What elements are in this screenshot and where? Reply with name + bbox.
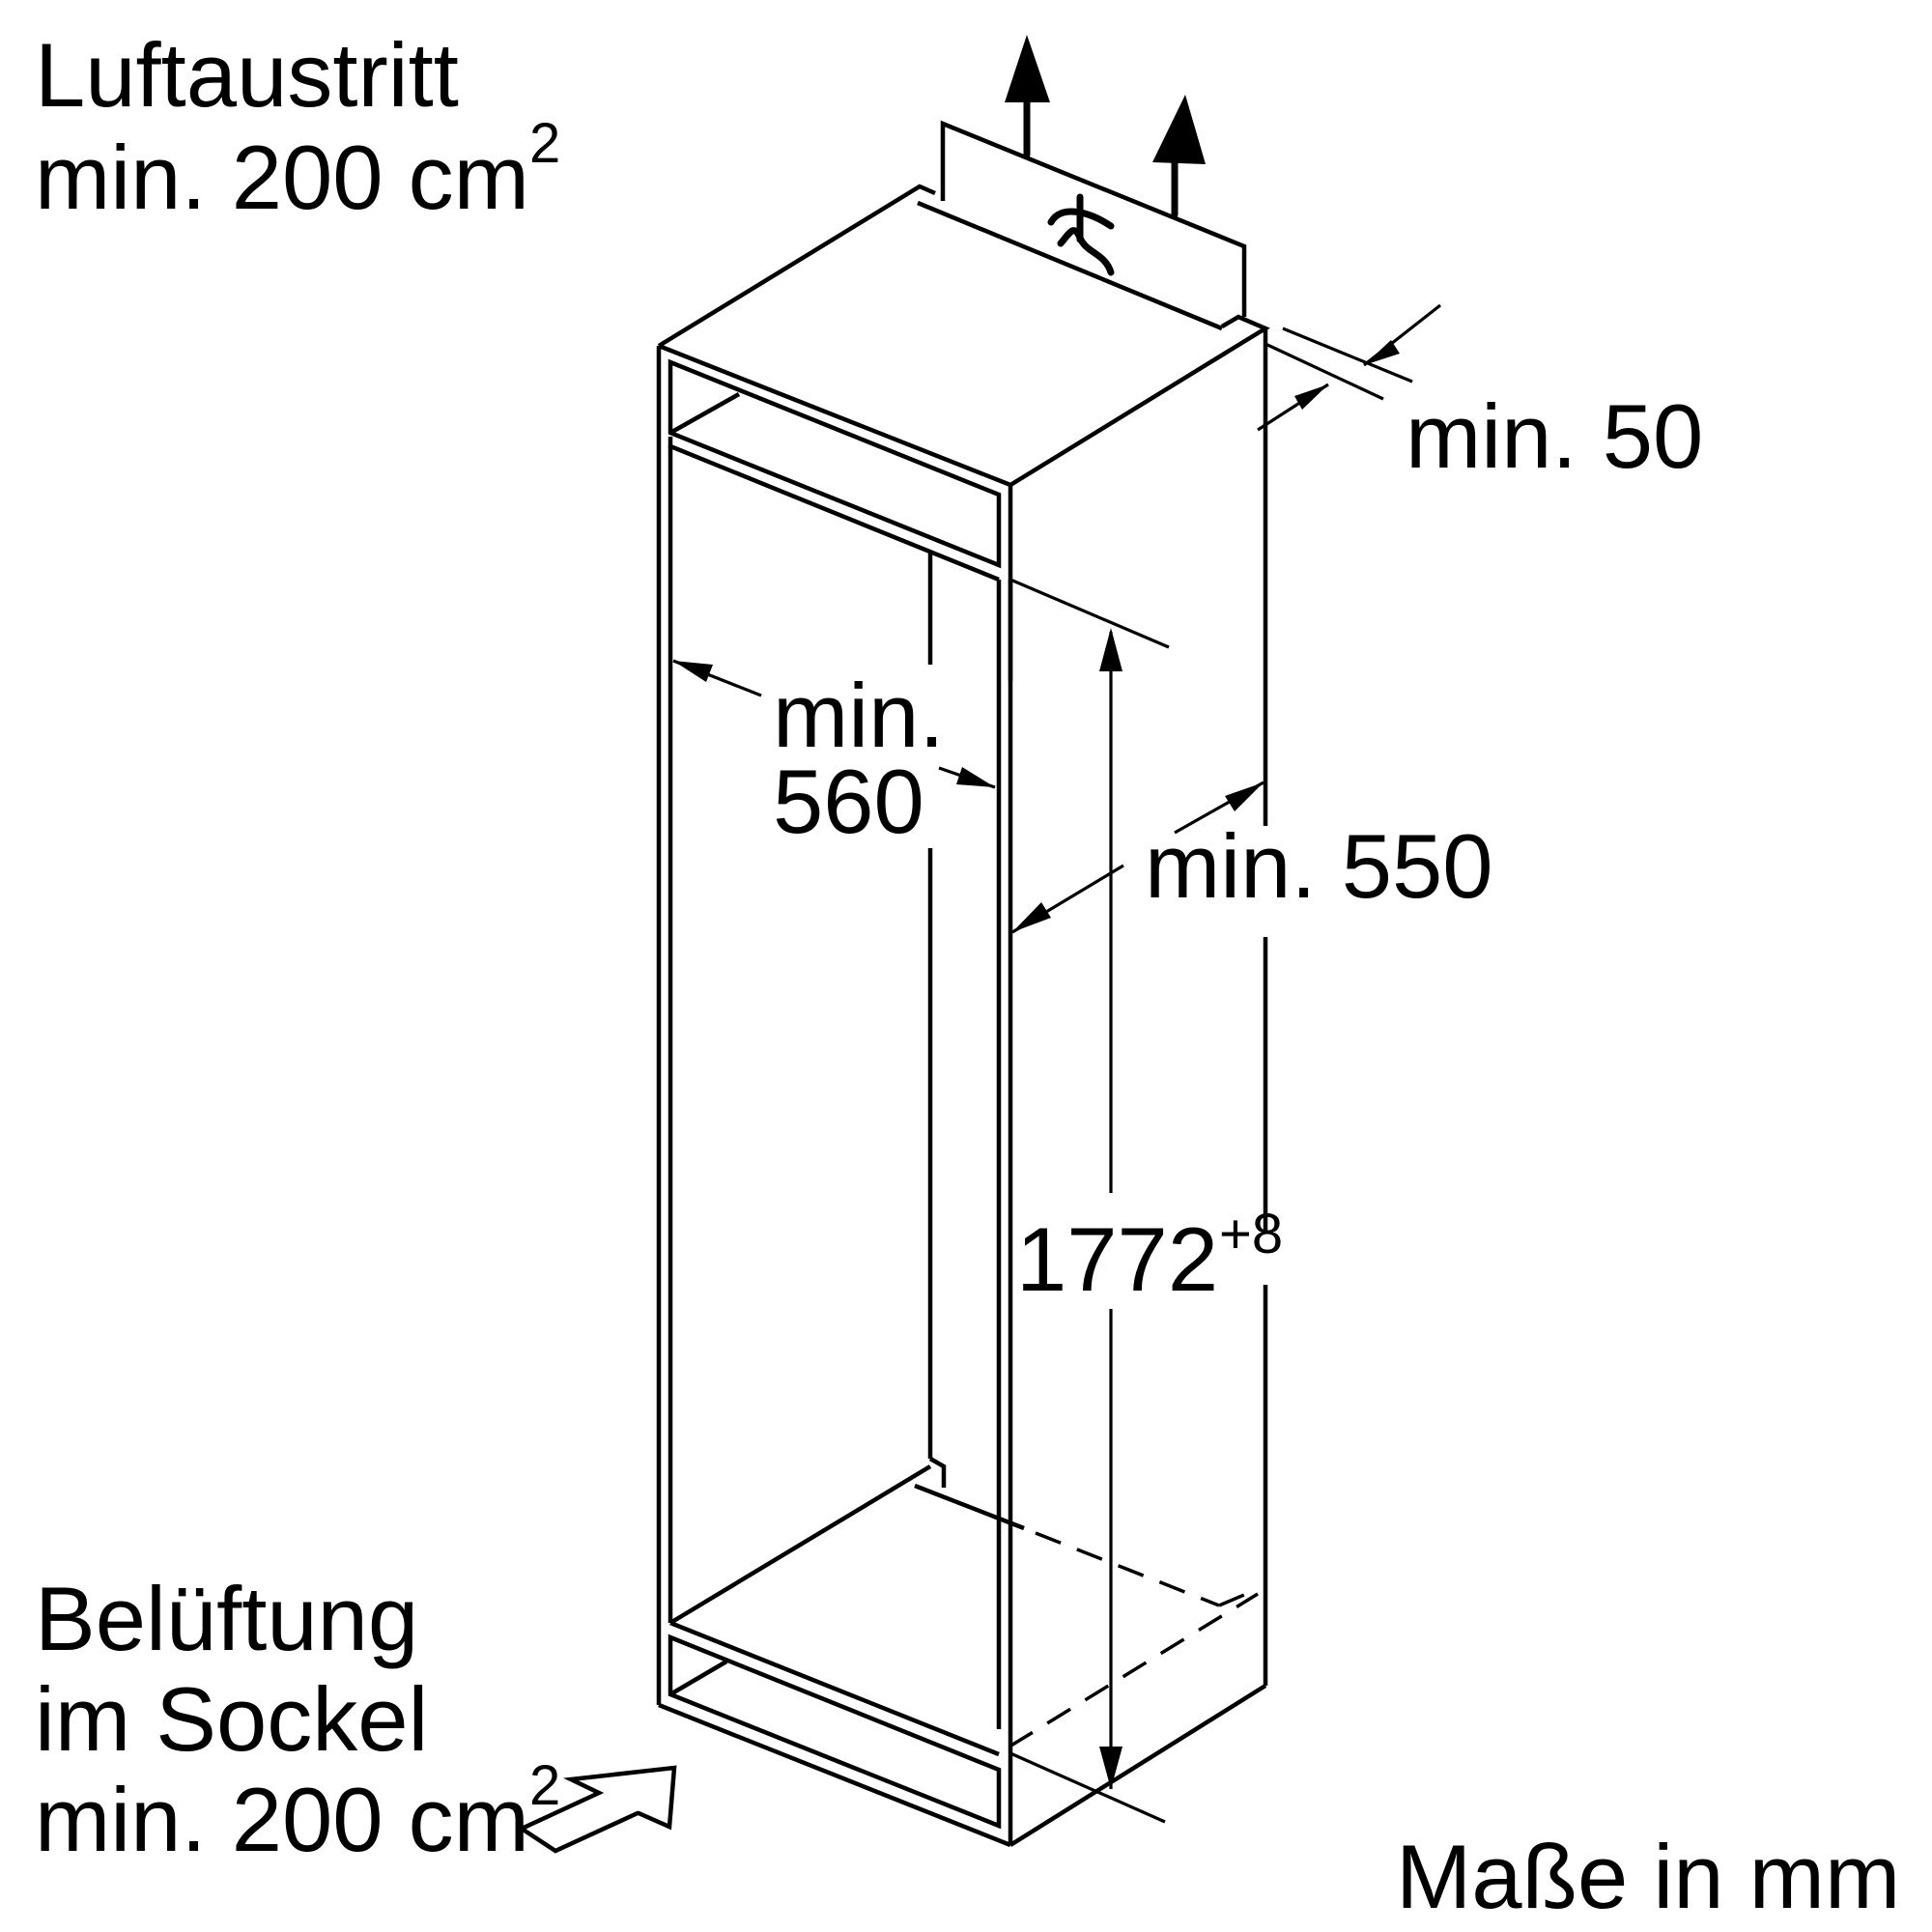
ventilation-area: min. 200 cm bbox=[35, 1769, 529, 1870]
air-outlet-area-superscript: 2 bbox=[529, 112, 560, 175]
air-outlet-arrow-right-head bbox=[1152, 95, 1206, 164]
ventilation-label: Belüftung im Sockel min. 200 cm 2 bbox=[35, 1568, 560, 1870]
warm-air-icon bbox=[1047, 193, 1115, 276]
top-frame-panel bbox=[668, 358, 1002, 582]
gap-top-dimension-lines bbox=[1257, 303, 1441, 432]
ventilation-location: im Sockel bbox=[35, 1668, 428, 1770]
appliance-inner-edges bbox=[668, 446, 1013, 1729]
air-outlet-title: Luftaustritt bbox=[35, 24, 459, 126]
width-dimension-lines bbox=[672, 659, 996, 789]
height-dimension-lines bbox=[1009, 578, 1170, 1824]
depth-dimension-lines bbox=[1011, 781, 1264, 934]
height-tolerance: +8 bbox=[1219, 1203, 1283, 1265]
plinth-panel bbox=[668, 1634, 1002, 1830]
ventilation-area-superscript: 2 bbox=[529, 1754, 560, 1817]
width-dimension-line1: min. bbox=[773, 665, 945, 766]
ventilation-title: Belüftung bbox=[35, 1568, 418, 1669]
height-dimension: 1772 bbox=[1016, 1208, 1218, 1310]
hidden-edges bbox=[1009, 1531, 1259, 1748]
top-vent-box bbox=[917, 120, 1247, 331]
air-outlet-arrow-left-head bbox=[1005, 35, 1050, 102]
air-outlet-area: min. 200 cm bbox=[35, 127, 529, 228]
air-outlet-arrows bbox=[1005, 35, 1206, 218]
niche-outline bbox=[656, 184, 1270, 1848]
width-dimension-line2: 560 bbox=[773, 751, 924, 852]
ventilation-inlet-arrow-icon bbox=[517, 1765, 677, 1854]
niche-floor bbox=[668, 1457, 1025, 1757]
gap-top-dimension: min. 50 bbox=[1406, 385, 1703, 487]
units-note: Maße in mm bbox=[1396, 1826, 1900, 1927]
depth-dimension: min. 550 bbox=[1145, 815, 1493, 917]
air-outlet-label: Luftaustritt min. 200 cm 2 bbox=[35, 24, 560, 228]
